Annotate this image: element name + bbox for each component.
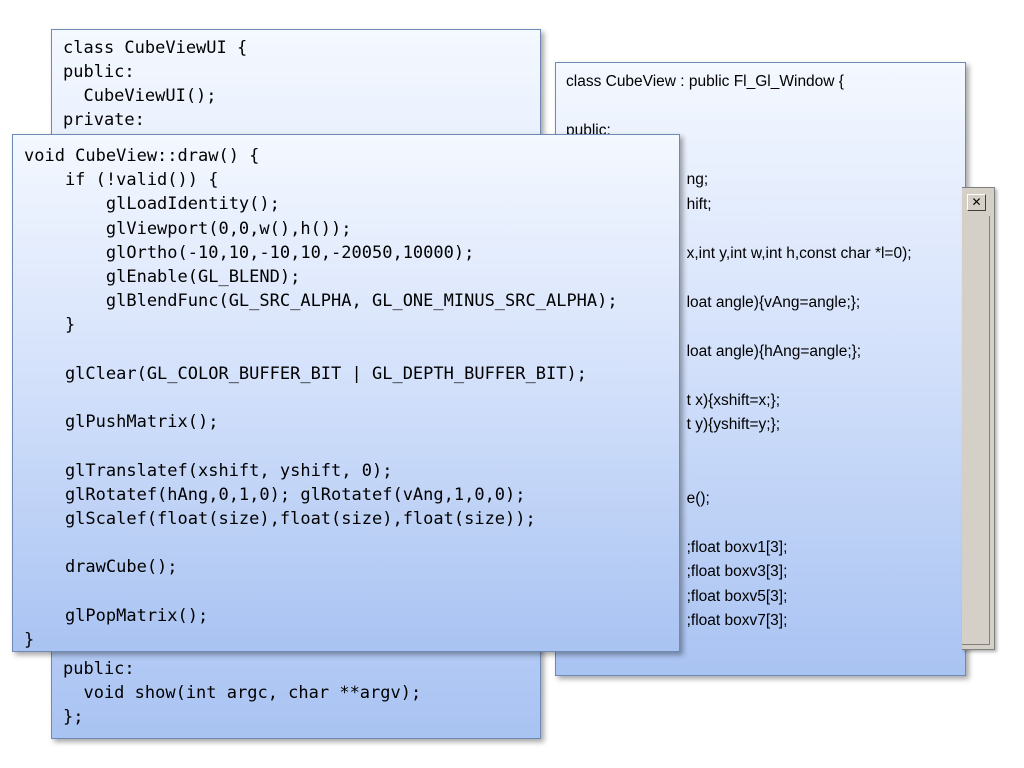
window-client-area xyxy=(962,216,990,645)
cubeviewui-class-footer-code: public: void show(int argc, char **argv)… xyxy=(63,659,422,727)
app-window-frame: ✕ xyxy=(962,187,995,650)
cubeviewui-class-header-code: class CubeViewUI { public: CubeViewUI();… xyxy=(63,38,248,130)
close-icon: ✕ xyxy=(971,195,982,209)
draw-function-card: void CubeView::draw() { if (!valid()) { … xyxy=(12,134,680,652)
close-button[interactable]: ✕ xyxy=(967,194,986,211)
draw-function-code: void CubeView::draw() { if (!valid()) { … xyxy=(24,146,618,651)
